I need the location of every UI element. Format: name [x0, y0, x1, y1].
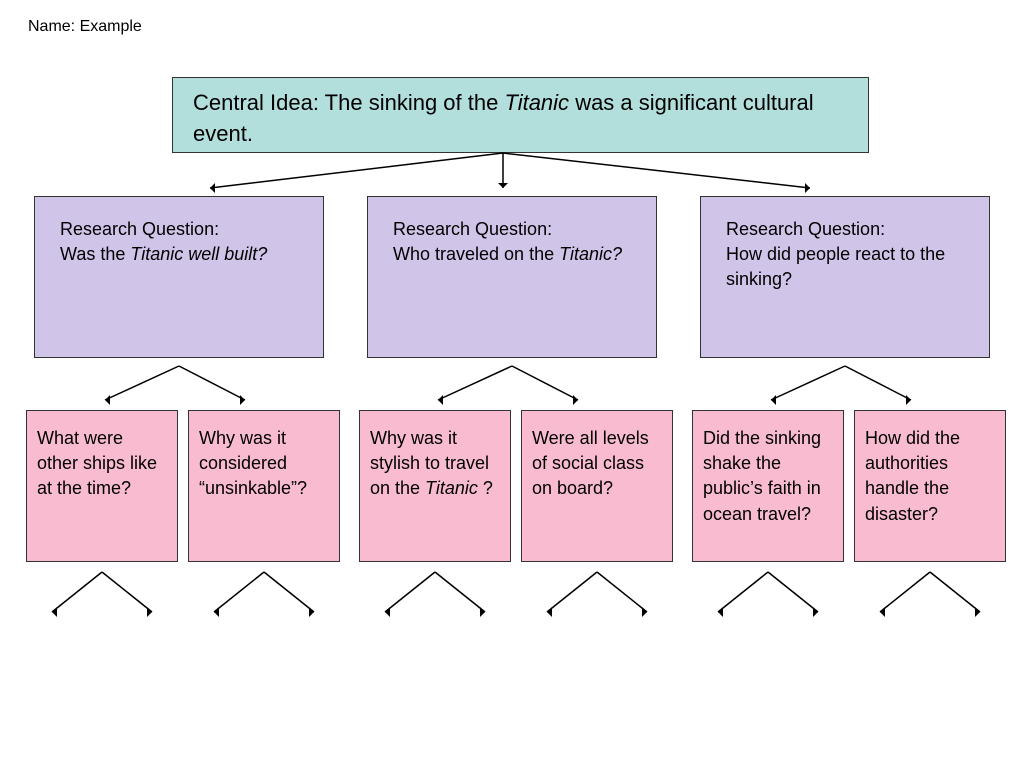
research-question-3: Research Question: How did people react … [700, 196, 990, 358]
rq-label-1: Research Question: [60, 219, 220, 239]
header-name: Name: Example [28, 18, 142, 35]
sub-question-1: What were other ships like at the time? [26, 410, 178, 562]
rq-label-2: Research Question: [393, 219, 553, 239]
central-idea-box: Central Idea: The sinking of the Titanic… [172, 77, 869, 153]
central-idea-suffix: was a significant cultural event. [193, 90, 814, 146]
central-idea-text: Central Idea: The sinking of the [193, 90, 505, 115]
rq-question-2: Who traveled on the Titanic? [393, 244, 622, 265]
research-question-1: Research Question: Was the Titanic well … [34, 196, 324, 358]
sub-question-4: Were all levels of social class on board… [521, 410, 673, 562]
central-idea-italic: Titanic [504, 90, 570, 115]
research-question-2: Research Question: Who traveled on the T… [367, 196, 657, 358]
sub-question-2: Why was it considered “unsinkable”? [188, 410, 340, 562]
sub-question-5: Did the sinking shake the public’s faith… [692, 410, 844, 562]
rq-question-1: Was the Titanic well built? [60, 244, 268, 265]
rq-label-3: Research Question: [726, 219, 886, 239]
sub-question-3: Why was it stylish to travel on the Tita… [359, 410, 511, 562]
rq-question-3: How did people react to the sinking? [726, 244, 946, 290]
sub-question-6: How did the authorities handle the disas… [854, 410, 1006, 562]
